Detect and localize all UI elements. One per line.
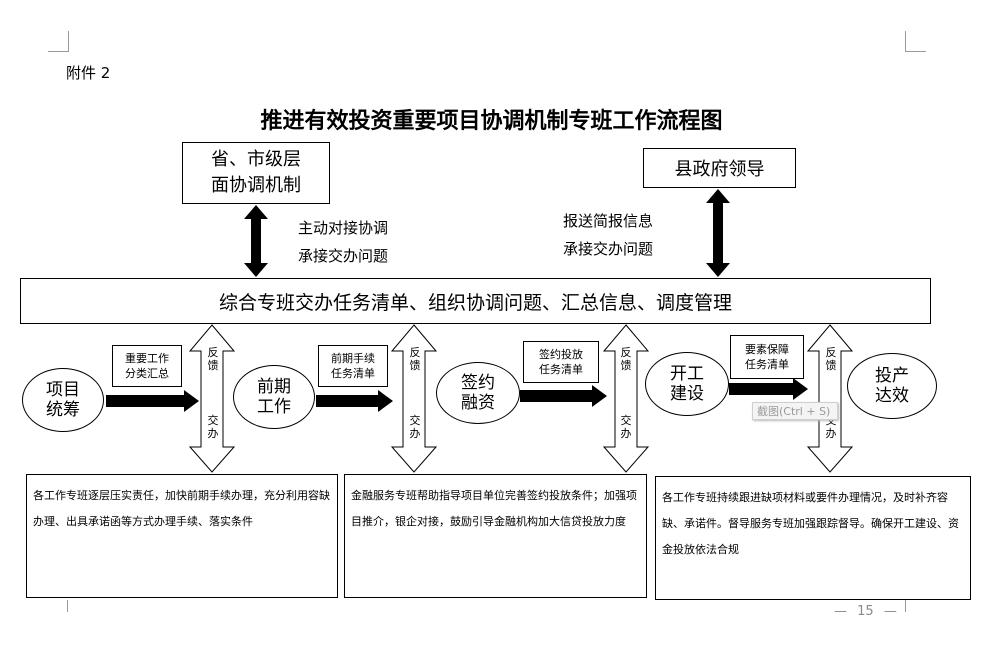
right-note-line-1: 报送简报信息 [563, 212, 654, 230]
county-leader-box: 县政府领导 [643, 148, 796, 188]
page-number: — 15 — [834, 604, 897, 619]
left-note-line-2: 承接交办问题 [298, 247, 389, 265]
feedback-label-2: 反 馈 [409, 346, 421, 372]
feedback-arrow-2 [390, 324, 438, 473]
main-bar-text: 综合专班交办任务清单、组织协调问题、汇总信息、调度管理 [218, 291, 732, 314]
corner-mark-top-right [905, 31, 926, 52]
flow-arrow-1 [106, 390, 199, 412]
corner-mark-top-left [48, 31, 69, 52]
arrow-label-1: 重要工作 分类汇总 [112, 345, 182, 387]
page-dash-left: — [834, 604, 847, 619]
feedback-arrow-1 [188, 324, 236, 473]
arrow-label-2: 前期手续 任务清单 [318, 345, 388, 387]
stage-signing-financing: 签约 融资 [436, 362, 520, 424]
stage-construction-start: 开工 建设 [645, 352, 729, 416]
corner-mark-bottom-right [905, 600, 906, 612]
feedback-arrow-4 [806, 324, 854, 473]
attachment-label: 附件 2 [66, 64, 111, 82]
assign-label-3: 交 办 [620, 414, 632, 440]
left-note: 主动对接协调 承接交办问题 [298, 214, 388, 270]
feedback-label-1: 反 馈 [207, 346, 219, 372]
assign-label-4: 交 办 [825, 414, 837, 440]
main-bar: 综合专班交办任务清单、组织协调问题、汇总信息、调度管理 [20, 278, 931, 324]
page-number-value: 15 [857, 604, 874, 619]
assign-label-1: 交 办 [207, 414, 219, 440]
arrow-label-3: 签约投放 任务清单 [523, 341, 599, 383]
flow-arrow-3 [520, 385, 607, 407]
screenshot-tooltip: 截图(Ctrl + S) [752, 402, 838, 420]
right-note-line-2: 承接交办问题 [563, 240, 654, 258]
feedback-label-4: 反 馈 [825, 346, 837, 372]
bottom-box-financing: 金融服务专班帮助指导项目单位完善签约投放条件；加强项目推介，银企对接，鼓励引导金… [344, 474, 647, 598]
left-note-line-1: 主动对接协调 [298, 219, 389, 237]
feedback-label-3: 反 馈 [620, 346, 632, 372]
bottom-box-preliminary: 各工作专班逐层压实责任，加快前期手续办理，充分利用容缺办理、出具承诺函等方式办理… [26, 474, 338, 598]
assign-label-2: 交 办 [409, 414, 421, 440]
stage-project-planning: 项目 统筹 [22, 368, 104, 432]
provincial-coordination-text: 省、市级层 面协调机制 [211, 149, 301, 196]
flow-arrow-4 [729, 378, 808, 400]
county-leader-text: 县政府领导 [674, 159, 765, 180]
flow-arrow-2 [316, 390, 393, 412]
arrow-label-4: 要素保障 任务清单 [730, 335, 804, 379]
page-title: 推进有效投资重要项目协调机制专班工作流程图 [260, 108, 723, 134]
right-note: 报送简报信息 承接交办问题 [563, 207, 653, 263]
corner-mark-bottom-left [67, 600, 68, 612]
top-right-double-arrow [706, 189, 730, 277]
stage-production: 投产 达效 [847, 353, 937, 419]
stage-preliminary-work: 前期 工作 [233, 365, 315, 429]
page-dash-right: — [883, 604, 897, 619]
provincial-coordination-box: 省、市级层 面协调机制 [182, 142, 330, 204]
bottom-box-construction: 各工作专班持续跟进缺项材料或要件办理情况，及时补齐容缺、承诺件。督导服务专班加强… [655, 476, 971, 600]
feedback-arrow-3 [602, 324, 650, 473]
top-left-double-arrow [244, 205, 268, 277]
